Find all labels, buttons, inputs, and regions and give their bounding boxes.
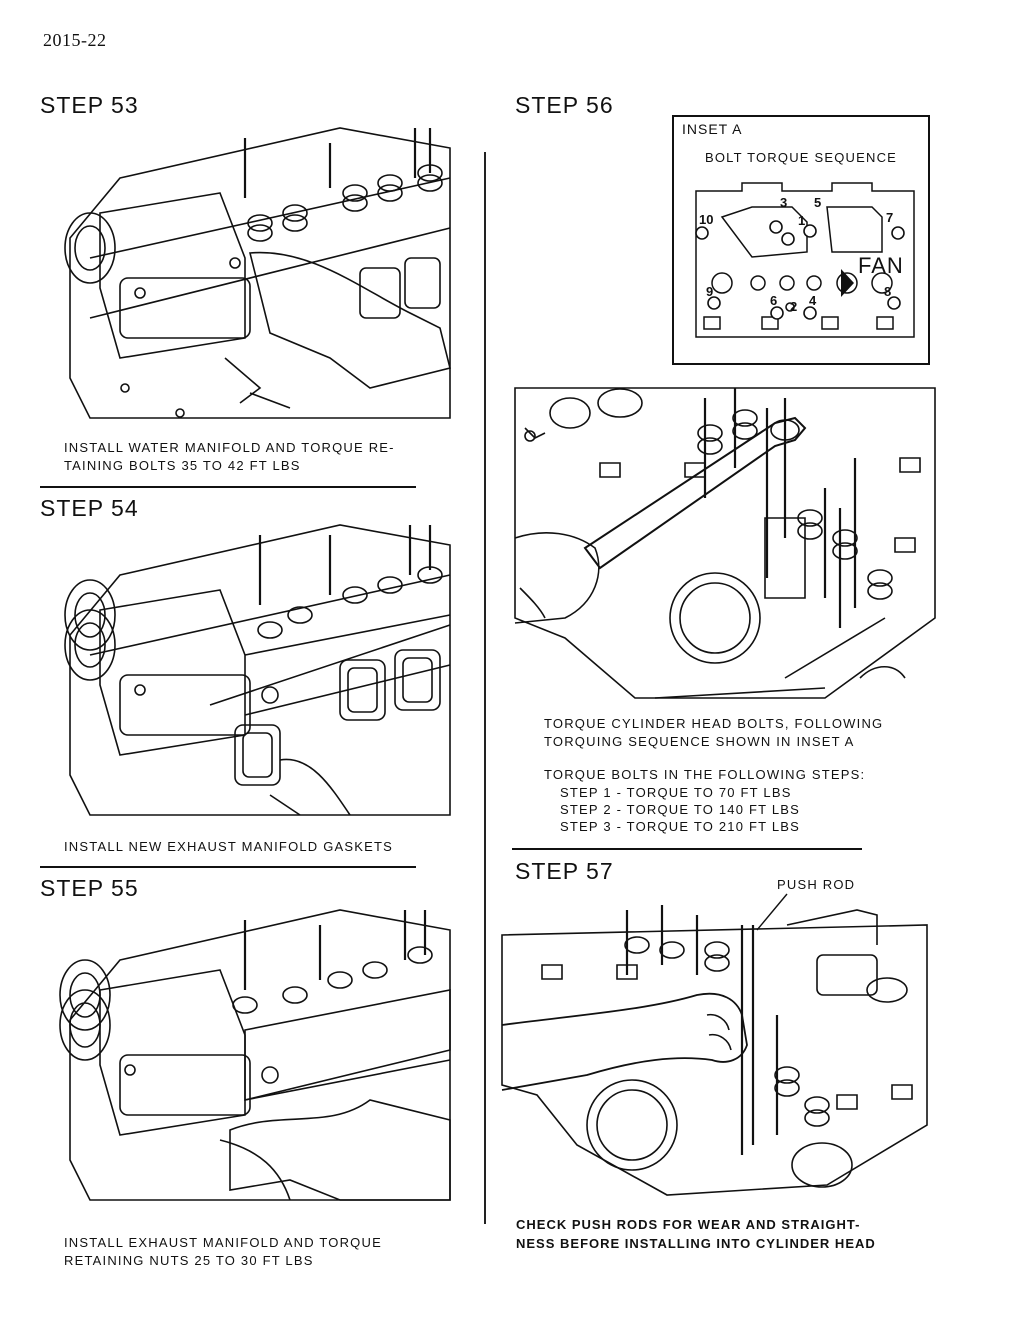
step-54-rule (40, 866, 416, 868)
column-divider (484, 152, 486, 1224)
step-53-illustration (30, 118, 450, 428)
step-53-title: STEP 53 (40, 92, 139, 118)
step-54-illustration (30, 515, 450, 825)
torque-step-3: STEP 3 - TORQUE TO 210 FT LBS (560, 819, 800, 834)
bolt-number-5: 5 (814, 195, 822, 210)
step-57-caption-line2: NESS BEFORE INSTALLING INTO CYLINDER HEA… (516, 1236, 876, 1251)
step-54-title: STEP 54 (40, 495, 139, 521)
push-rod-callout: PUSH ROD (777, 877, 856, 892)
bolt-number-9: 9 (706, 284, 714, 299)
step-55-title: STEP 55 (40, 875, 139, 901)
bolt-number-7: 7 (886, 210, 894, 225)
torque-steps-intro: TORQUE BOLTS IN THE FOLLOWING STEPS: (544, 767, 866, 782)
page-number: 2015-22 (43, 30, 107, 50)
bolt-number-4: 4 (809, 293, 817, 308)
step-56-rule (512, 848, 862, 850)
cylinder-head-diagram (682, 177, 922, 347)
step-53-rule (40, 486, 416, 488)
step-55-caption-line1: INSTALL EXHAUST MANIFOLD AND TORQUE (64, 1235, 382, 1250)
bolt-number-8: 8 (884, 284, 892, 299)
step-55-illustration (30, 900, 450, 1210)
step-57-title: STEP 57 (515, 858, 614, 884)
bolt-number-6: 6 (770, 293, 778, 308)
step-56-caption-line2: TORQUING SEQUENCE SHOWN IN INSET A (544, 734, 855, 749)
bolt-number-10: 10 (699, 212, 714, 227)
push-rod-callout-line (752, 892, 792, 932)
step-57-illustration (497, 895, 927, 1195)
step-55-caption-line2: RETAINING NUTS 25 TO 30 FT LBS (64, 1253, 314, 1268)
bolt-number-2: 2 (790, 299, 798, 314)
inset-a-subtitle: BOLT TORQUE SEQUENCE (704, 150, 898, 165)
step-53-caption-line1: INSTALL WATER MANIFOLD AND TORQUE RE- (64, 440, 395, 455)
torque-step-1: STEP 1 - TORQUE TO 70 FT LBS (560, 785, 792, 800)
step-56-illustration (505, 378, 935, 698)
fan-direction-label: FAN (858, 253, 904, 278)
step-57-caption-line1: CHECK PUSH RODS FOR WEAR AND STRAIGHT- (516, 1217, 861, 1232)
step-56-title: STEP 56 (515, 92, 614, 118)
step-54-caption: INSTALL NEW EXHAUST MANIFOLD GASKETS (64, 839, 394, 854)
torque-step-2: STEP 2 - TORQUE TO 140 FT LBS (560, 802, 800, 817)
step-53-caption-line2: TAINING BOLTS 35 TO 42 FT LBS (64, 458, 301, 473)
inset-a-box: INSET A BOLT TORQUE SEQUENCE 10 3 1 5 7 … (672, 115, 930, 365)
inset-a-title: INSET A (682, 121, 743, 137)
step-56-caption-line1: TORQUE CYLINDER HEAD BOLTS, FOLLOWING (544, 716, 884, 731)
bolt-number-1: 1 (798, 213, 806, 228)
bolt-number-3: 3 (780, 195, 788, 210)
